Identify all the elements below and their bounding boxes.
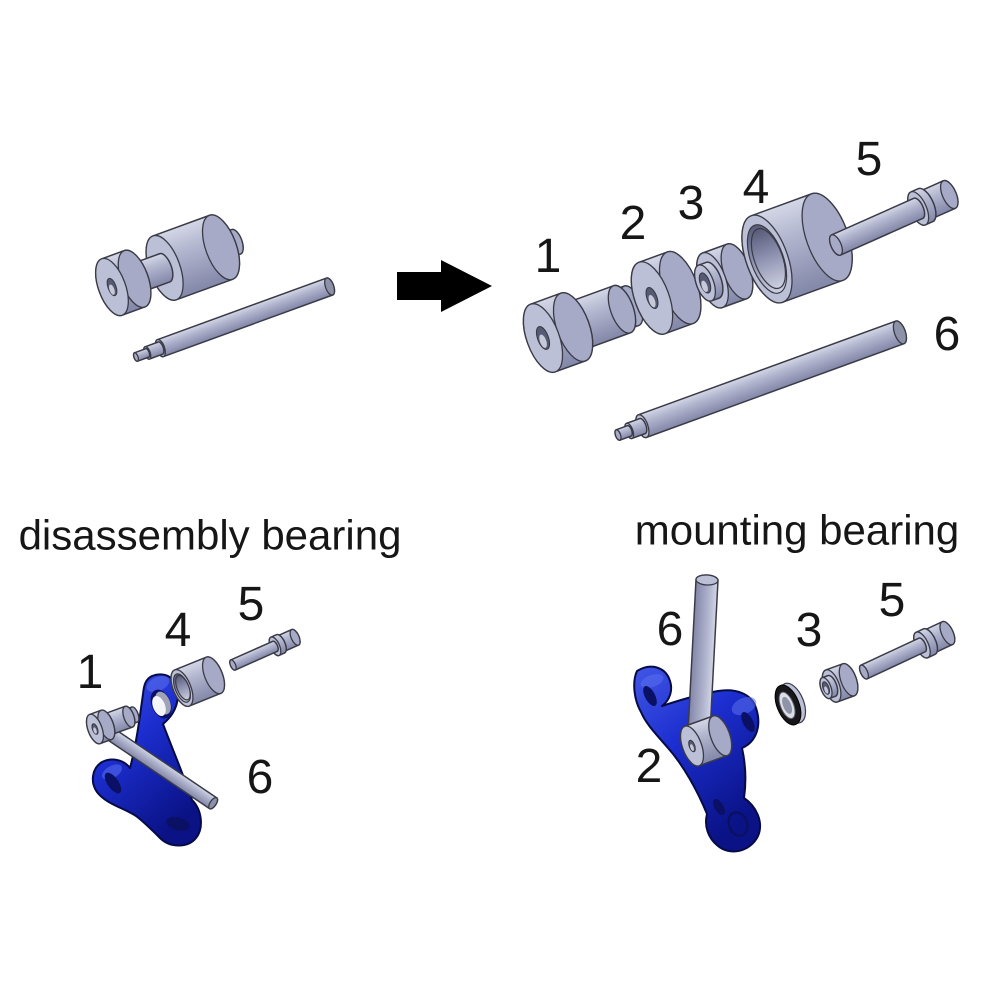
disassembly-sleeve-4: [170, 656, 226, 708]
part-label-4: 4: [743, 161, 770, 214]
disassembly-driver-1: [85, 705, 140, 745]
mounting-label-2: 2: [636, 740, 663, 793]
seal-ring: [774, 682, 807, 726]
part-label-6: 6: [934, 308, 961, 361]
exploded-part-6: [614, 320, 908, 441]
disassembly-label-5: 5: [238, 578, 265, 631]
arrow-right-icon: [397, 260, 492, 312]
exploded-part-4: [741, 192, 853, 304]
disassembly-rod-6: [106, 728, 219, 810]
assembled-guide-rod: [132, 277, 336, 362]
bracket-eye-hole: [150, 689, 172, 719]
mounting-label-6: 6: [657, 603, 684, 656]
mounting-bearing-3: [819, 662, 859, 703]
mounting-label-3: 3: [796, 604, 823, 657]
mounting-pin-5: [858, 620, 956, 680]
mounting-diagram: mounting bearing: [633, 507, 960, 853]
part-label-1: 1: [535, 230, 562, 283]
part-label-2: 2: [620, 197, 647, 250]
disassembly-diagram: disassembly bearing: [19, 512, 402, 847]
mounting-label-5: 5: [879, 574, 906, 627]
disassembly-label-1: 1: [77, 646, 104, 699]
mounting-title: mounting bearing: [635, 507, 960, 554]
assembled-tool: [94, 214, 244, 317]
exploded-view: 1 2 3 4 5 6: [522, 133, 961, 441]
disassembly-label-4: 4: [165, 604, 192, 657]
exploded-part-1: [522, 284, 644, 374]
disassembly-label-6: 6: [247, 751, 274, 804]
part-label-5: 5: [856, 133, 883, 186]
part-label-3: 3: [678, 177, 705, 230]
disassembly-title: disassembly bearing: [19, 512, 402, 559]
disassembly-pin-5: [229, 628, 301, 671]
exploded-part-5: [828, 179, 959, 256]
exploded-part-2: [630, 250, 702, 335]
mounting-disc-2: [679, 715, 733, 767]
